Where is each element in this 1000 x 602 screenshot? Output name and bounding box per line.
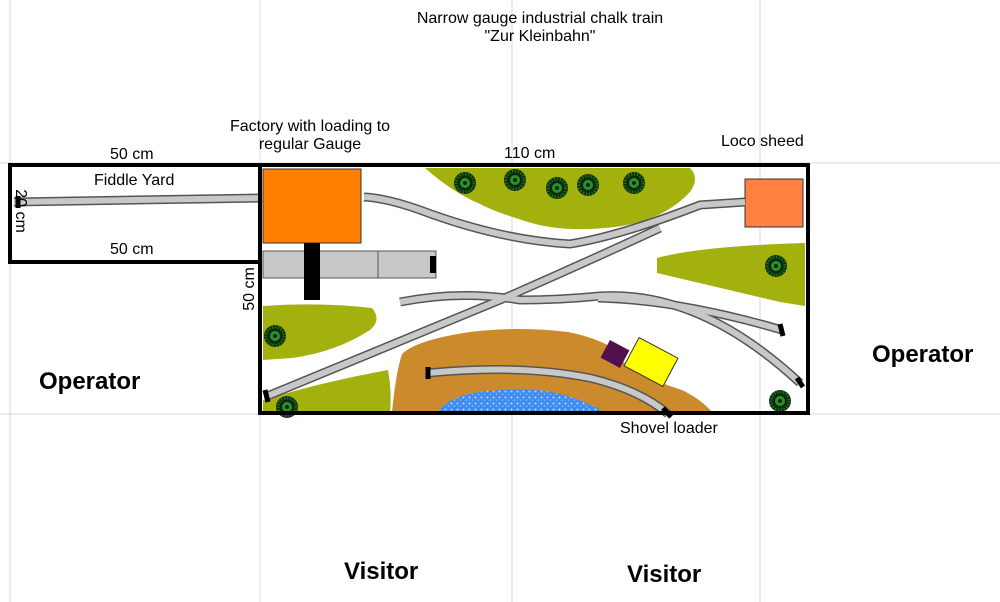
operator-right-label: Operator bbox=[872, 341, 974, 368]
buffer-stop bbox=[262, 389, 271, 403]
buffer-stop bbox=[794, 376, 806, 389]
buffer-stop bbox=[777, 323, 786, 337]
diagram-title-line1: Narrow gauge industrial chalk train bbox=[416, 10, 664, 27]
operator-left-label: Operator bbox=[39, 368, 141, 395]
baseboard-outline bbox=[8, 163, 810, 415]
loco-shed-label: Loco sheed bbox=[721, 133, 804, 150]
factory-label: Factory with loading to regular Gauge bbox=[200, 118, 420, 154]
narrow-gauge-tracks bbox=[13, 192, 806, 419]
factory-label-line2: regular Gauge bbox=[258, 136, 362, 153]
visitor-right-label: Visitor bbox=[627, 561, 702, 588]
dimension-fiddle-depth: 20 cm bbox=[11, 189, 29, 233]
visitor-left-label: Visitor bbox=[344, 558, 419, 585]
factory-label-line1: Factory with loading to bbox=[229, 118, 391, 135]
diagram-title-line2: "Zur Kleinbahn" bbox=[484, 28, 596, 45]
factory-siding-track bbox=[262, 250, 379, 279]
loading-crane bbox=[304, 243, 320, 300]
factory-building bbox=[262, 168, 362, 244]
shovel-loader-label: Shovel loader bbox=[620, 420, 718, 437]
fiddle-yard-label: Fiddle Yard bbox=[94, 172, 175, 189]
water-pond bbox=[438, 389, 604, 412]
shovel-loader-cab bbox=[600, 340, 630, 368]
dimension-fiddle-bottom: 50 cm bbox=[110, 241, 154, 258]
dimension-main-width: 110 cm bbox=[504, 145, 556, 162]
regular-gauge-track bbox=[377, 250, 437, 279]
siding-buffer bbox=[430, 256, 436, 273]
shovel-loader-body bbox=[623, 336, 679, 388]
loco-shed-building bbox=[744, 178, 804, 228]
diagram-title: Narrow gauge industrial chalk train "Zur… bbox=[370, 10, 710, 46]
dimension-fiddle-top: 50 cm bbox=[110, 146, 154, 163]
dimension-main-depth: 50 cm bbox=[240, 267, 258, 311]
main-board bbox=[258, 163, 810, 415]
